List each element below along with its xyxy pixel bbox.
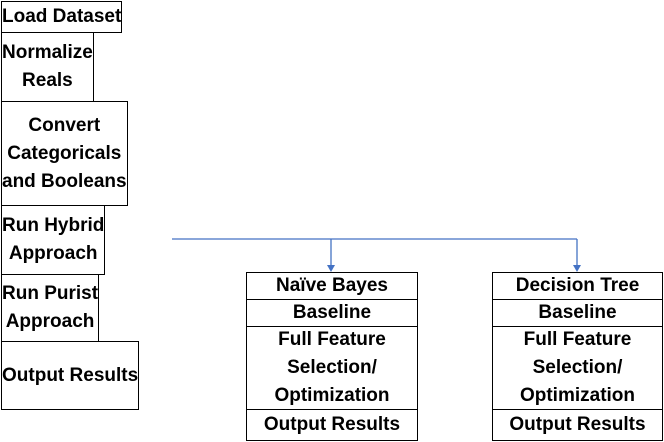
arrowhead-decision-tree [573,265,581,272]
decision-tree-output-results: Output Results [492,409,663,441]
step-label: Convert Categoricals and Booleans [2,114,127,192]
decision-tree-feature-selection: Full Feature Selection/ Optimization [492,326,663,410]
step-label: Normalize Reals [2,42,93,91]
pipeline-stack: Load Dataset Normalize Reals Convert Cat… [1,1,172,410]
step-label: Output Results [2,364,139,386]
step-run-purist: Run Purist Approach [1,274,100,342]
step-normalize-reals: Normalize Reals [1,32,94,102]
decision-tree-title: Decision Tree [492,272,663,300]
arrowhead-naive-bayes [327,265,335,272]
naive-bayes-feature-selection: Full Feature Selection/ Optimization [246,326,418,410]
step-label: Load Dataset [2,6,122,27]
naive-bayes-baseline: Baseline [246,299,418,327]
naive-bayes-feature-selection-label: Full Feature Selection/ Optimization [274,329,390,406]
decision-tree-title-label: Decision Tree [515,275,640,296]
step-output-results: Output Results [1,341,140,410]
step-load-dataset: Load Dataset [1,1,123,33]
step-label: Run Hybrid Approach [2,215,105,264]
decision-tree-baseline-label: Baseline [538,302,617,323]
decision-tree-stack: Decision Tree Baseline Full Feature Sele… [492,272,663,441]
naive-bayes-stack: Naïve Bayes Baseline Full Feature Select… [246,272,418,441]
naive-bayes-output-results: Output Results [246,409,418,441]
step-convert-categoricals: Convert Categoricals and Booleans [1,101,128,206]
decision-tree-output-label: Output Results [509,414,646,435]
naive-bayes-title-label: Naïve Bayes [276,275,388,296]
naive-bayes-output-label: Output Results [263,414,401,435]
decision-tree-feature-selection-label: Full Feature Selection/ Optimization [519,329,636,406]
decision-tree-baseline: Baseline [492,299,663,327]
naive-bayes-title: Naïve Bayes [246,272,418,300]
step-run-hybrid: Run Hybrid Approach [1,205,106,275]
naive-bayes-baseline-label: Baseline [292,302,372,323]
step-label: Run Purist Approach [2,283,99,332]
